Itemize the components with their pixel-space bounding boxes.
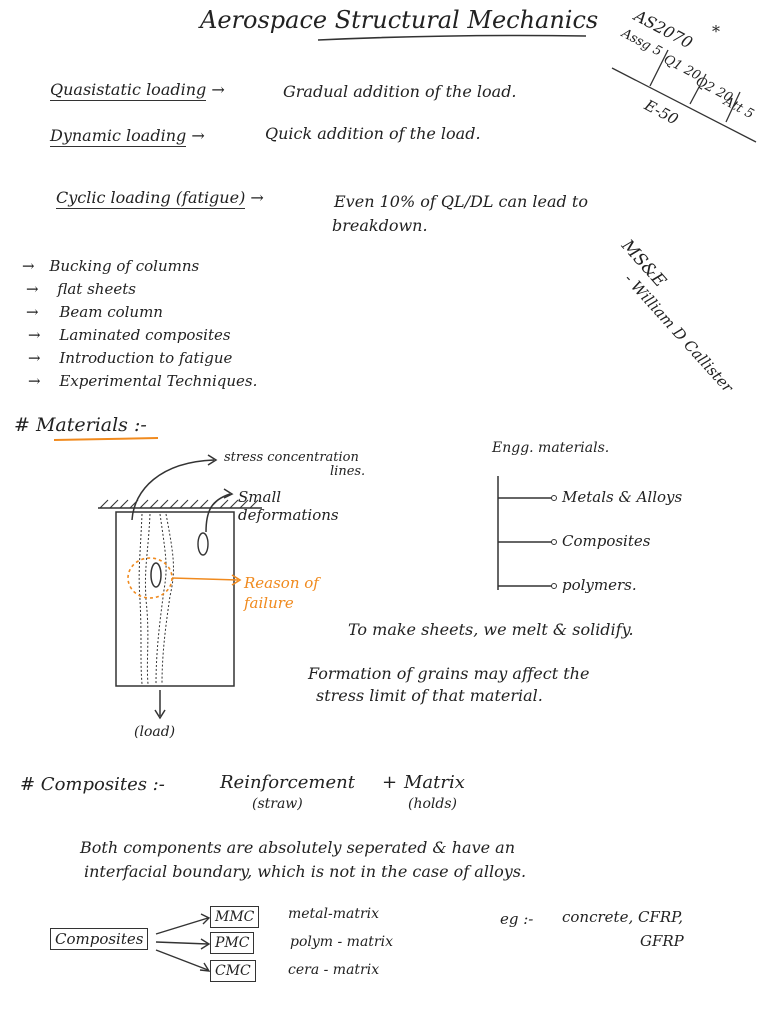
list-item: → Laminated composites bbox=[28, 326, 231, 344]
matrix-note: (holds) bbox=[408, 796, 457, 812]
loading-term-label: Cyclic loading (fatigue) bbox=[56, 188, 246, 209]
list-item: → Beam column bbox=[26, 303, 163, 321]
composites-root-box: Composites bbox=[50, 928, 149, 950]
reinforcement-label: Reinforcement bbox=[220, 772, 355, 793]
list-item: → flat sheets bbox=[26, 280, 136, 298]
composite-name-mmc: metal-matrix bbox=[288, 906, 380, 922]
loading-term-label: Quasistatic loading bbox=[50, 80, 207, 101]
loading-desc-cyclic: Even 10% of QL/DL can lead to bbox=[334, 192, 588, 211]
example-line2: GFRP bbox=[640, 932, 684, 950]
arrow-icon: → bbox=[26, 280, 39, 298]
engg-item-polymers: polymers. bbox=[562, 576, 637, 594]
reason-of-failure-label: Reason of bbox=[244, 574, 319, 592]
list-item-label: flat sheets bbox=[57, 280, 136, 298]
arrow-icon: → bbox=[191, 126, 205, 145]
reason-of-failure-label-cont: failure bbox=[244, 594, 294, 612]
small-deformations-label-cont: deformations bbox=[238, 506, 339, 524]
reinforcement-note: (straw) bbox=[252, 796, 303, 812]
composite-type-pmc: PMC bbox=[210, 932, 255, 954]
grains-note: Formation of grains may affect the bbox=[308, 664, 590, 683]
arrow-icon: → bbox=[28, 326, 41, 344]
arrow-icon: → bbox=[28, 349, 41, 367]
loading-desc-cyclic-cont: breakdown. bbox=[332, 216, 428, 235]
composite-name-cmc: cera - matrix bbox=[288, 962, 380, 978]
composites-heading: # Composites :- bbox=[20, 774, 165, 795]
arrow-icon: → bbox=[26, 303, 39, 321]
engg-materials-title: Engg. materials. bbox=[492, 440, 610, 456]
grading-att: Att 5 bbox=[720, 94, 757, 123]
arrow-icon: → bbox=[22, 257, 35, 275]
page-title: Aerospace Structural Mechanics bbox=[200, 6, 599, 34]
arrow-icon: → bbox=[250, 188, 264, 207]
composite-type-cmc: CMC bbox=[210, 960, 256, 982]
matrix-label: Matrix bbox=[404, 772, 465, 793]
composite-type-mmc: MMC bbox=[210, 906, 260, 928]
sheets-note: To make sheets, we melt & solidify. bbox=[348, 620, 634, 639]
load-label: (load) bbox=[134, 724, 176, 740]
list-item-label: Introduction to fatigue bbox=[59, 349, 233, 367]
stress-lines-label-cont: lines. bbox=[330, 464, 366, 479]
list-item: → Experimental Techniques. bbox=[28, 372, 257, 390]
exam-weight: E-50 bbox=[641, 96, 682, 129]
loading-desc-dynamic: Quick addition of the load. bbox=[265, 124, 481, 143]
list-item-label: Bucking of columns bbox=[49, 257, 200, 275]
list-item-label: Experimental Techniques. bbox=[59, 372, 258, 390]
loading-term-cyclic: Cyclic loading (fatigue) → bbox=[56, 188, 264, 209]
composites-paragraph-line1: Both components are absolutely seperated… bbox=[80, 838, 515, 857]
loading-term-label: Dynamic loading bbox=[50, 126, 187, 147]
materials-heading: # Materials :- bbox=[14, 414, 147, 436]
example-label: eg :- bbox=[500, 910, 534, 928]
composites-paragraph-line2: interfacial boundary, which is not in th… bbox=[84, 862, 527, 881]
grains-note-cont: stress limit of that material. bbox=[316, 686, 543, 705]
engg-item-metals: Metals & Alloys bbox=[562, 488, 683, 506]
list-item-label: Laminated composites bbox=[59, 326, 231, 344]
engg-item-composites: Composites bbox=[562, 532, 651, 550]
loading-desc-quasistatic: Gradual addition of the load. bbox=[283, 82, 517, 101]
list-item: → Bucking of columns bbox=[22, 257, 199, 275]
arrow-icon: → bbox=[28, 372, 41, 390]
course-mark: * bbox=[712, 22, 720, 41]
plus-sign: + bbox=[382, 772, 398, 793]
list-item: → Introduction to fatigue bbox=[28, 349, 232, 367]
arrow-icon: → bbox=[211, 80, 225, 99]
list-item-label: Beam column bbox=[59, 303, 163, 321]
example-line1: concrete, CFRP, bbox=[562, 908, 683, 926]
stress-lines-label: stress concentration bbox=[224, 450, 359, 465]
small-deformations-label: Small bbox=[238, 488, 282, 506]
reference-author: - William D Callister bbox=[620, 270, 737, 397]
composite-name-pmc: polym - matrix bbox=[290, 934, 393, 950]
loading-term-quasistatic: Quasistatic loading → bbox=[50, 80, 225, 101]
loading-term-dynamic: Dynamic loading → bbox=[50, 126, 205, 147]
